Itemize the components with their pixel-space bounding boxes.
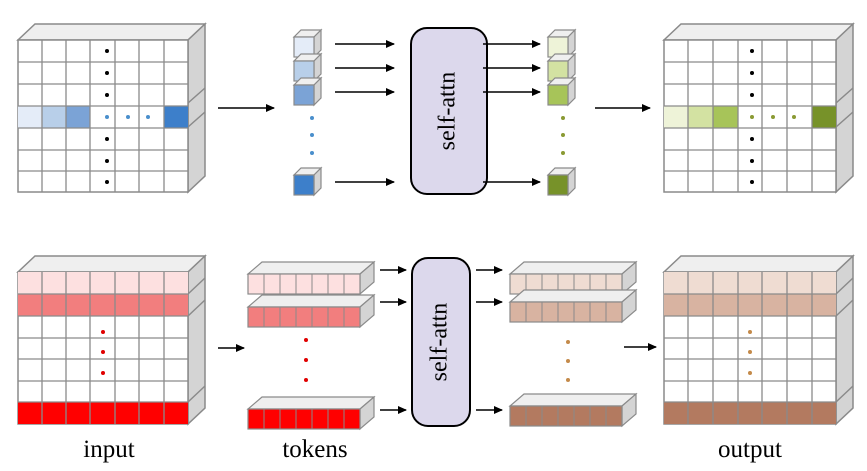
red-row [18,402,188,424]
token-bar [508,392,638,428]
token-bar [246,395,376,431]
ellipsis-vertical [310,116,314,155]
token-cube [292,76,323,107]
blue-cell [164,106,188,128]
blue-cell [18,106,42,128]
tokens-label: tokens [282,436,348,463]
arrows-from-attn [476,266,503,414]
self-attn-block-top: self-attn [410,27,488,195]
arrows-to-attn [335,40,395,186]
token-cube [292,166,323,197]
brown-row [664,294,836,316]
top-output-grid [662,22,855,194]
ellipsis-vertical [304,338,308,382]
side-face-line [187,111,206,128]
green-cell [664,106,688,128]
green-cell [688,106,713,128]
brown-row [664,272,836,294]
grid-lines [18,40,188,192]
self-attn-label: self-attn [427,303,453,382]
arrows-to-attn [380,266,407,414]
token-bar [508,260,638,296]
self-attn-label: self-attn [435,72,461,151]
token-cube [546,76,577,107]
ellipsis-horizontal [105,115,150,119]
arrows-from-attn [483,40,541,186]
output-label: output [718,436,782,463]
grid-lines [664,272,836,424]
red-row [18,272,188,294]
ellipsis-vertical [105,49,109,184]
green-cell [812,106,836,128]
blue-cell [66,106,90,128]
green-tokens [546,28,577,197]
self-attn-block-bottom: self-attn [411,257,471,427]
token-bar [246,293,376,329]
bottom-input-grid [16,254,207,426]
ellipsis-vertical [748,330,752,375]
ellipsis-horizontal [750,115,796,119]
green-cell [713,106,738,128]
grid-lines [18,272,188,424]
ellipsis-vertical [750,49,754,184]
token-cube [546,28,577,59]
red-tokens [246,260,376,431]
token-bar [508,288,638,324]
red-row [18,294,188,316]
token-cube [292,52,323,83]
blue-cell [42,106,66,128]
token-cube [292,28,323,59]
top-input-grid-top-face [16,23,207,41]
input-label: input [83,436,135,463]
ellipsis-vertical [101,330,105,375]
token-cube [546,166,577,197]
side-face-line [187,87,206,104]
brown-tokens [508,260,638,428]
blue-tokens [292,28,323,197]
grid-lines [664,40,836,192]
ellipsis-vertical [566,340,570,382]
top-input-grid-side-face [187,22,206,194]
token-cube [546,52,577,83]
bottom-output-grid [662,254,855,426]
top-input-grid [16,22,207,194]
ellipsis-vertical [561,116,565,155]
token-bar [246,260,376,296]
brown-row [664,402,836,424]
